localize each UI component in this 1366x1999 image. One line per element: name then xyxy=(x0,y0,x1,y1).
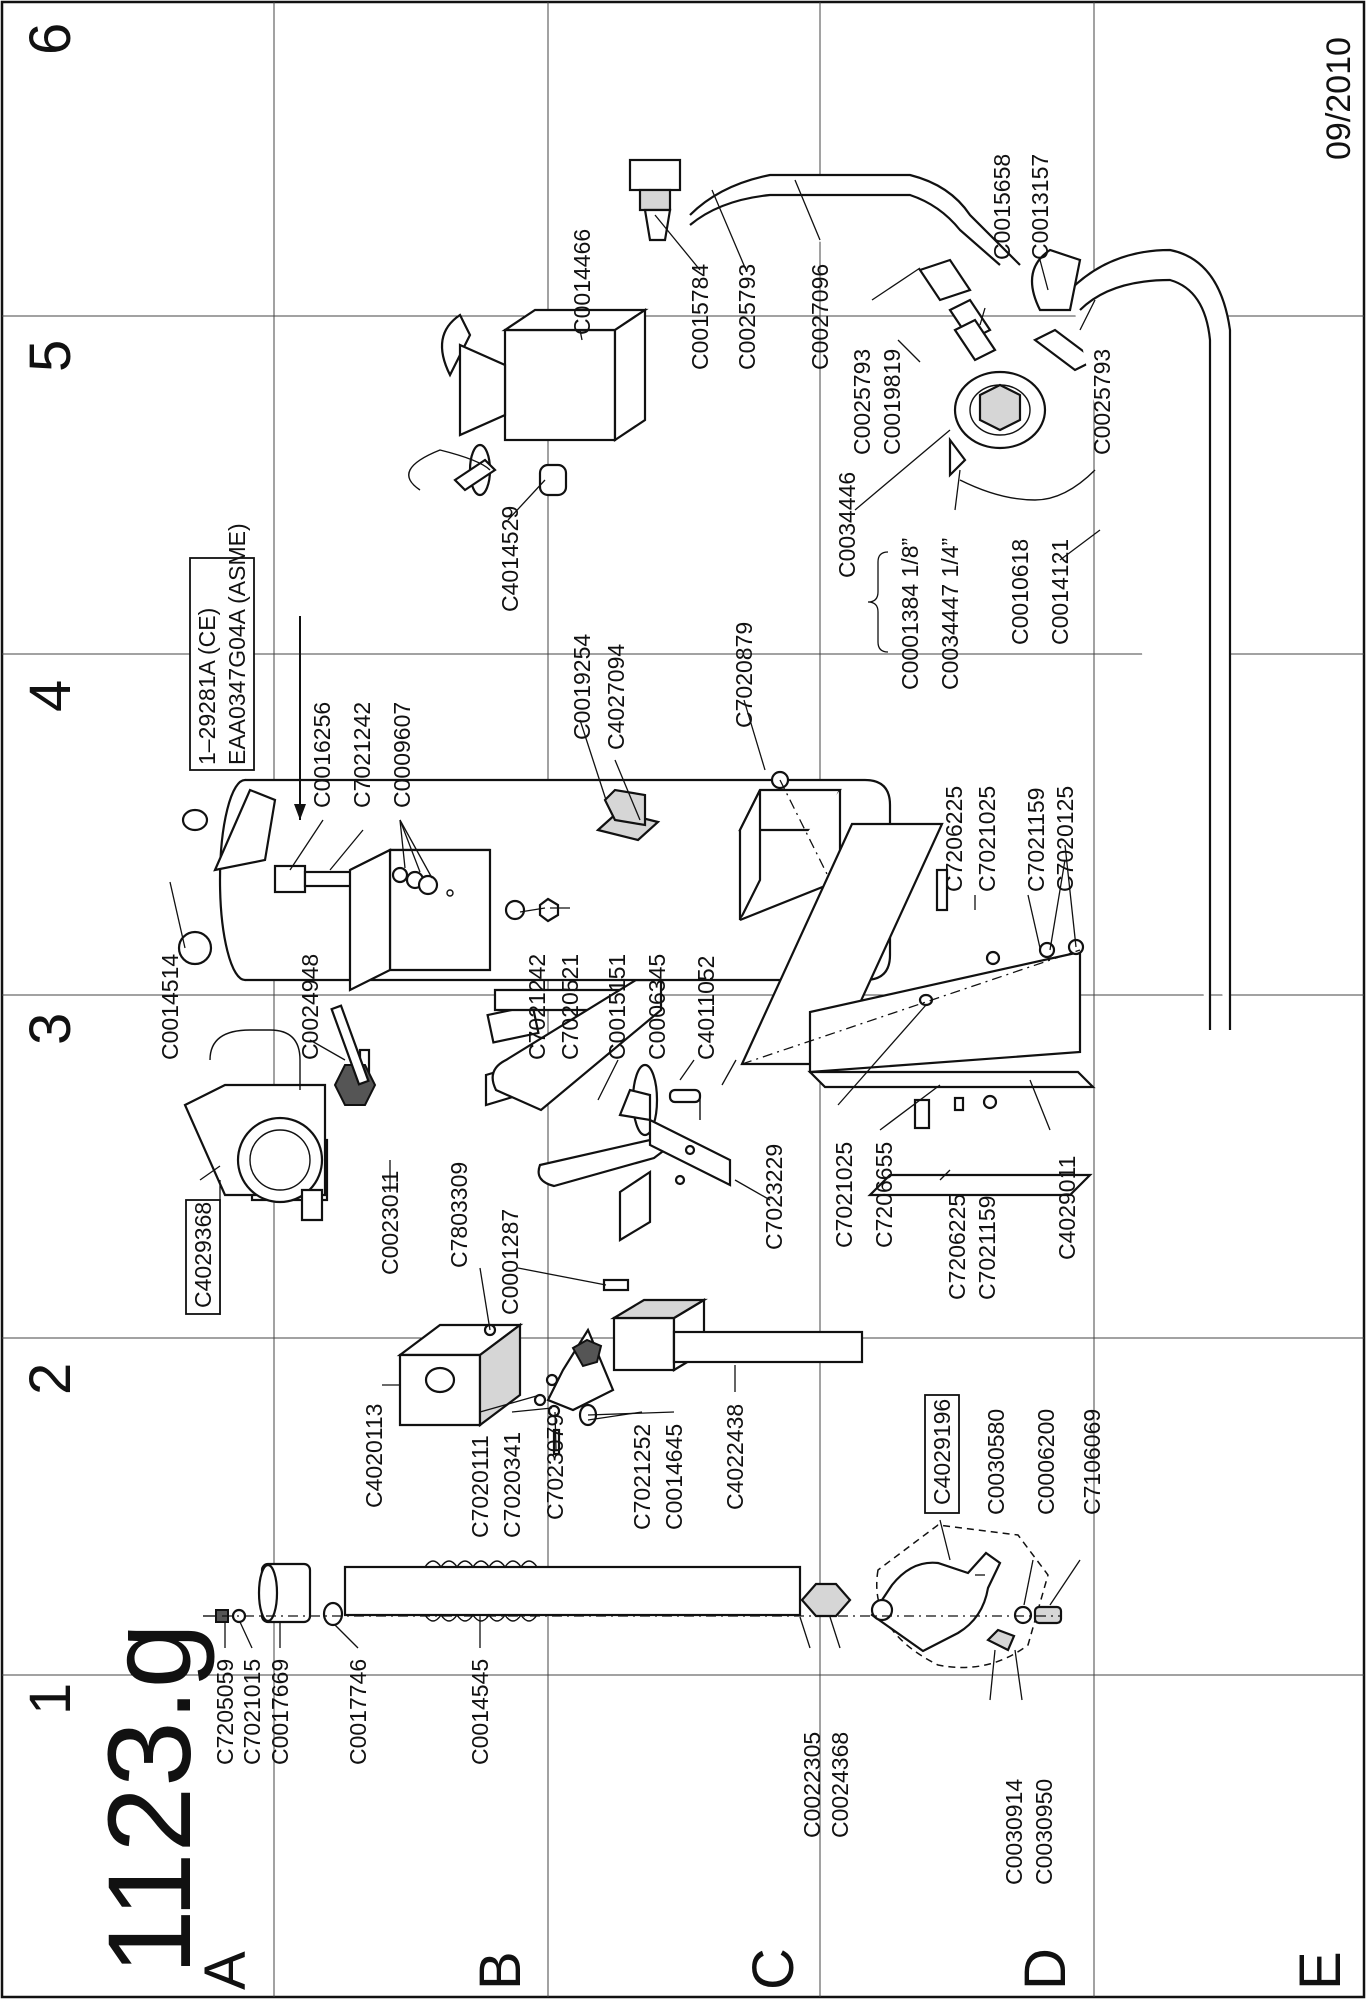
label-box-29281A xyxy=(189,557,255,771)
label-C0017669: C0017669 xyxy=(267,1659,293,1765)
label-C0015658: C0015658 xyxy=(989,154,1015,260)
label-C4020113: C4020113 xyxy=(361,1404,387,1508)
grid-row-c: C xyxy=(741,1948,806,1990)
label-C7020879: C7020879 xyxy=(731,622,757,728)
label-C7020111: C7020111 xyxy=(467,1435,493,1538)
label-C0001384: C0001384 1/8” xyxy=(897,538,923,690)
label-C0025793-a: C0025793 xyxy=(734,264,760,370)
label-C0015151: C0015151 xyxy=(604,954,630,1060)
label-C0010618: C0010618 xyxy=(1007,539,1033,645)
grid-col-4: 4 xyxy=(18,680,83,712)
grid-col-2: 2 xyxy=(18,1363,83,1395)
label-C0019819: C0019819 xyxy=(879,349,905,455)
mounting-plate-drawing xyxy=(740,822,1096,1197)
label-C4011052: C4011052 xyxy=(693,956,719,1060)
label-C0034446: C0034446 xyxy=(834,472,860,578)
grid-row-d: D xyxy=(1013,1948,1078,1990)
grid-row-a: A xyxy=(193,1951,258,1990)
label-C0024368: C0024368 xyxy=(827,1732,853,1838)
regulator-hose-drawing xyxy=(628,158,1232,1030)
label-C7206225-a: C7206225 xyxy=(944,1194,970,1300)
label-C0025793-c: C0025793 xyxy=(1089,349,1115,455)
label-C0006345: C0006345 xyxy=(644,954,670,1060)
size-bracket xyxy=(867,551,889,653)
label-C7021025-a: C7021025 xyxy=(831,1142,857,1248)
label-C0013157: C0013157 xyxy=(1027,154,1053,260)
label-C4029196: C4029196 xyxy=(929,1399,955,1505)
label-C0030580: C0030580 xyxy=(983,1409,1009,1515)
part-labels: C7205059 C7021015 C0017669 C0017746 C001… xyxy=(157,154,1115,1885)
indicator-arrow xyxy=(294,616,306,820)
label-C0030950: C0030950 xyxy=(1031,1779,1057,1885)
label-C7206655: C7206655 xyxy=(871,1142,897,1248)
shaft-assembly-drawing xyxy=(203,1524,1063,1669)
label-C0019254: C0019254 xyxy=(569,634,595,740)
label-EAA0347G04A: EAA0347G04A (ASME) xyxy=(224,523,250,765)
label-C4029368: C4029368 xyxy=(190,1202,216,1308)
label-C7803309: C7803309 xyxy=(446,1162,472,1268)
grid-row-b: B xyxy=(468,1951,533,1990)
label-C0030914: C0030914 xyxy=(1001,1779,1027,1885)
knob-drawing xyxy=(330,1004,377,1106)
label-C7205059: C7205059 xyxy=(212,1659,238,1765)
grid-col-6: 6 xyxy=(18,23,83,55)
label-C4014529: C4014529 xyxy=(497,506,523,612)
label-C7020341: C7020341 xyxy=(499,1432,525,1538)
label-C7206225-b: C7206225 xyxy=(941,786,967,892)
grid-col-3: 3 xyxy=(18,1013,83,1045)
label-C0015784: C0015784 xyxy=(687,264,713,370)
label-box-C4029368 xyxy=(185,1199,221,1315)
label-C4027094: C4027094 xyxy=(603,644,629,750)
label-C0034447: C0034447 1/4” xyxy=(937,538,963,690)
label-C0023011: C0023011 xyxy=(377,1171,403,1275)
label-C0009607: C0009607 xyxy=(389,702,415,808)
label-C0006200: C0006200 xyxy=(1033,1409,1059,1515)
label-C0025793-b: C0025793 xyxy=(849,349,875,455)
label-box-C4029196 xyxy=(924,1394,960,1514)
label-C0014514: C0014514 xyxy=(157,954,183,1060)
sheet-date: 09/2010 xyxy=(1320,37,1358,160)
label-C7021242-b: C7021242 xyxy=(349,702,375,808)
label-C7021252: C7021252 xyxy=(629,1424,655,1530)
grid-col-1: 1 xyxy=(18,1683,83,1715)
label-C0027096: C0027096 xyxy=(807,264,833,370)
pressure-gauge-drawing xyxy=(183,1029,327,1222)
label-C0014121: C0014121 xyxy=(1047,539,1073,645)
grid-row-e: E xyxy=(1288,1951,1353,1990)
label-C0022305: C0022305 xyxy=(799,1732,825,1838)
label-C0001287: C0001287 xyxy=(497,1209,523,1315)
square-tube-drawing xyxy=(396,1278,864,1456)
label-C0014466: C0014466 xyxy=(569,229,595,335)
label-C7020521: C7020521 xyxy=(557,954,583,1060)
sheet-number: 1123.g xyxy=(84,1623,216,1975)
grid-col-5: 5 xyxy=(18,340,83,372)
grid-row-labels: A B C D E xyxy=(193,1948,1353,1990)
label-C7106069: C7106069 xyxy=(1079,1409,1105,1515)
label-C0014545: C0014545 xyxy=(467,1659,493,1765)
label-C4022438: C4022438 xyxy=(722,1404,748,1510)
label-1-29281A: 1–29281A (CE) xyxy=(194,608,220,765)
label-C7020125: C7020125 xyxy=(1052,786,1078,892)
cap-fittings-drawing xyxy=(408,307,649,497)
label-C0014645: C0014645 xyxy=(661,1424,687,1530)
label-C7021159-a: C7021159 xyxy=(974,1196,1000,1300)
label-C7021015: C7021015 xyxy=(239,1659,265,1765)
label-C0024948: C0024948 xyxy=(297,954,323,1060)
label-C7021159-b: C7021159 xyxy=(1023,788,1049,892)
label-C0016256: C0016256 xyxy=(309,702,335,808)
label-C7021025-b: C7021025 xyxy=(974,786,1000,892)
label-C7023079: C7023079 xyxy=(542,1414,568,1520)
label-C4029011: C4029011 xyxy=(1054,1156,1080,1260)
label-C0017746: C0017746 xyxy=(345,1659,371,1765)
grid-column-labels: 1 2 3 4 5 6 xyxy=(18,23,83,1715)
label-C7023229: C7023229 xyxy=(761,1144,787,1250)
label-C7021242-a: C7021242 xyxy=(524,954,550,1060)
